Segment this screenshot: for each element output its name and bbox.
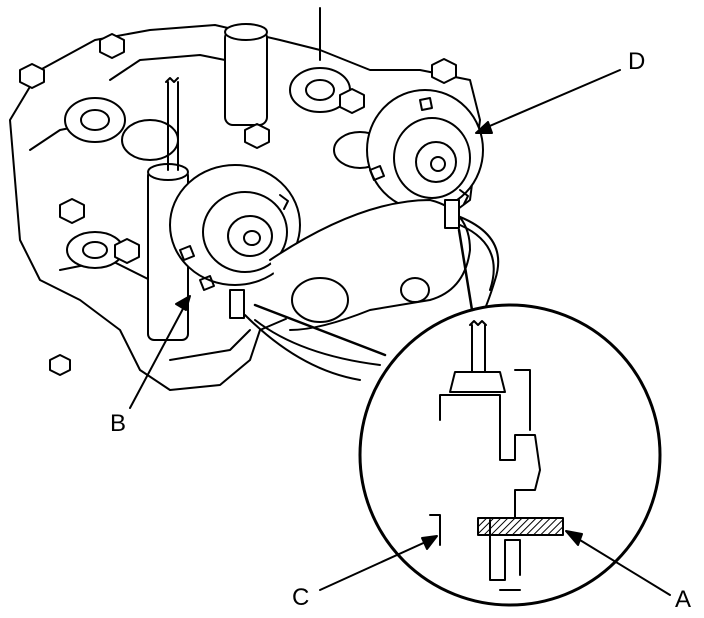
detail-magnifier <box>358 303 662 607</box>
left-cam-pulser <box>169 164 301 291</box>
callout-c: C <box>292 584 310 611</box>
callout-d: D <box>628 48 646 75</box>
callout-b: B <box>110 410 127 437</box>
leader-lines <box>253 228 474 357</box>
right-cam-pulser <box>366 89 484 211</box>
bracket <box>269 199 471 331</box>
stud <box>165 77 179 171</box>
callout-a: A <box>675 586 692 613</box>
bolts <box>19 33 457 376</box>
callout-arrows <box>129 69 671 596</box>
clips <box>229 199 460 319</box>
